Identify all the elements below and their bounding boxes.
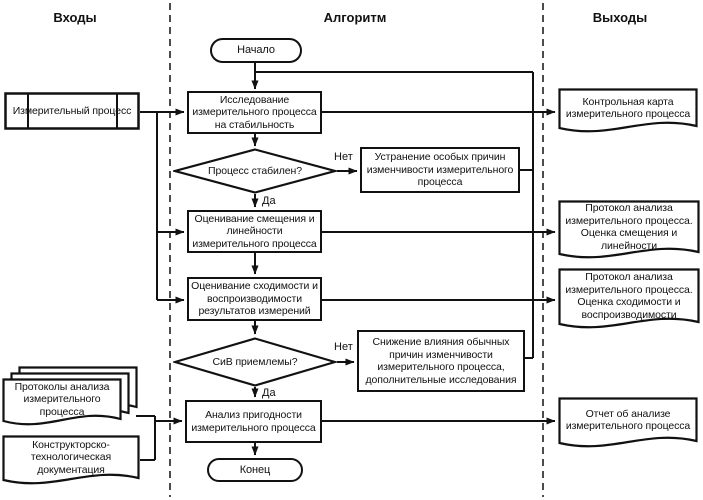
document-outline xyxy=(558,397,698,448)
output-label: Отчет об анализе измерительного процесса xyxy=(565,407,691,433)
header-outputs: Выходы xyxy=(592,10,648,25)
document-outline xyxy=(558,268,700,329)
process-suitability-analysis: Анализ пригодности измерительного процес… xyxy=(185,400,322,443)
output-siv-protocol: Протокол анализа измерительного процесса… xyxy=(558,268,700,331)
input-measuring-process: Измерительный процесс xyxy=(4,92,140,130)
process-stability-study: Исследование измерительного процесса на … xyxy=(187,91,322,134)
output-label: Контрольная карта измерительного процесс… xyxy=(565,95,691,121)
decision-label: СиВ приемлемы? xyxy=(212,355,298,368)
diamond-outline xyxy=(173,337,337,387)
document-outline xyxy=(2,378,122,426)
diamond-outline xyxy=(173,148,337,194)
document-outline xyxy=(558,88,698,133)
input-analysis-protocols: Протоколы анализа измерительного процесс… xyxy=(2,378,122,428)
document-outline xyxy=(558,200,700,259)
output-analysis-report: Отчет об анализе измерительного процесса xyxy=(558,397,698,450)
output-control-chart: Контрольная карта измерительного процесс… xyxy=(558,88,698,135)
document-outline xyxy=(2,435,140,485)
input-label: Измерительный процесс xyxy=(12,104,132,117)
terminator-end: Конец xyxy=(207,458,303,482)
process-reduce-common-causes: Снижение влияния обычных причин изменчив… xyxy=(357,330,525,392)
process-repeatability-reproducibility: Оценивание сходимости и воспроизводимост… xyxy=(187,277,322,321)
output-label: Протокол анализа измерительного процесса… xyxy=(565,271,693,321)
input-label: Протоколы анализа измерительного процесс… xyxy=(14,380,110,418)
process-eliminate-special-causes: Устранение особых причин изменчивости из… xyxy=(360,147,520,193)
input-label: Конструкторско-технологическая документа… xyxy=(30,438,112,476)
label-no-2: Нет xyxy=(334,341,353,353)
input-design-documentation: Конструкторско-технологическая документа… xyxy=(2,435,140,487)
label-yes-1: Да xyxy=(262,195,276,207)
predefined-process-outline xyxy=(4,92,140,130)
terminator-start: Начало xyxy=(210,38,302,63)
output-bias-protocol: Протокол анализа измерительного процесса… xyxy=(558,200,700,261)
header-inputs: Входы xyxy=(53,10,97,25)
header-algorithm: Алгоритм xyxy=(323,10,387,25)
label-yes-2: Да xyxy=(262,387,276,399)
decision-process-stable: Процесс стабилен? xyxy=(173,148,337,194)
output-label: Протокол анализа измерительного процесса… xyxy=(565,202,693,252)
decision-siv-acceptable: СиВ приемлемы? xyxy=(173,337,337,387)
decision-label: Процесс стабилен? xyxy=(208,164,302,177)
label-no-1: Нет xyxy=(334,151,353,163)
process-bias-linearity: Оценивание смещения и линейности измерит… xyxy=(187,210,322,253)
